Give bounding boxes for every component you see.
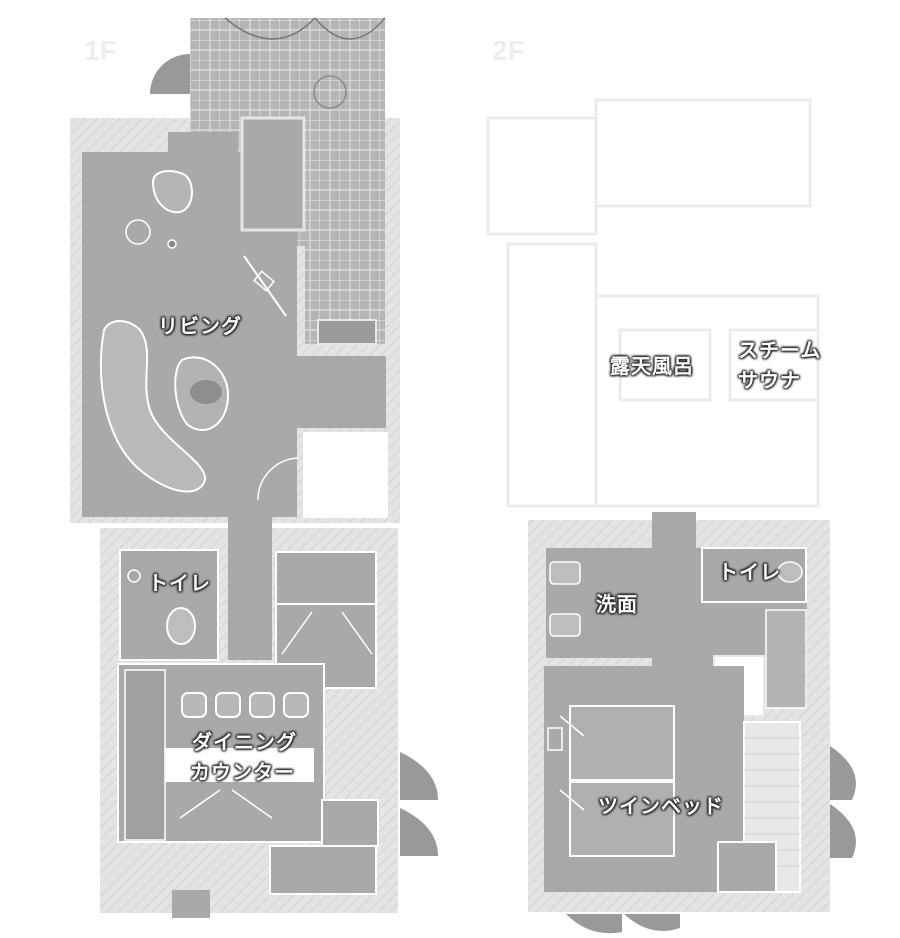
storage-room bbox=[240, 116, 306, 232]
exterior-door-arc-2 bbox=[400, 808, 438, 856]
bed-1 bbox=[569, 705, 675, 781]
pillow-1 bbox=[559, 715, 585, 737]
dining-chairs bbox=[181, 692, 309, 718]
pantry bbox=[124, 669, 166, 841]
staircase bbox=[717, 721, 801, 893]
label-steam-1: スチーム bbox=[738, 338, 822, 362]
label-dining-2: カウンター bbox=[190, 760, 295, 784]
floor-label-2f: 2F bbox=[492, 35, 525, 66]
side-table-bed bbox=[547, 727, 563, 751]
label-bath: 露天風呂 bbox=[610, 354, 694, 378]
sinks bbox=[549, 561, 581, 637]
wardrobe bbox=[765, 609, 807, 709]
hall-2f bbox=[652, 512, 696, 552]
sink-1f bbox=[127, 569, 141, 583]
toilet-bowl-1f bbox=[166, 607, 196, 645]
bench bbox=[317, 319, 377, 345]
door-arc-2f-3 bbox=[566, 914, 622, 934]
gate-arc-2 bbox=[314, 17, 386, 40]
passage-1f bbox=[228, 510, 272, 660]
easel bbox=[243, 255, 287, 317]
sofa bbox=[99, 320, 207, 493]
floor-label-1f: 1F bbox=[84, 35, 117, 66]
label-toilet-2f: トイレ bbox=[718, 560, 781, 584]
lounge-chair bbox=[151, 169, 193, 214]
gate-arc-1 bbox=[224, 17, 316, 40]
door-living bbox=[257, 457, 299, 501]
entrance-door-arc bbox=[150, 54, 190, 94]
stair-landing bbox=[321, 799, 379, 847]
hall-strip bbox=[296, 356, 386, 428]
pillow-2 bbox=[559, 789, 585, 811]
label-living: リビング bbox=[158, 314, 242, 338]
label-steam-2: サウナ bbox=[738, 368, 801, 392]
door-arc-2f-4 bbox=[624, 914, 680, 931]
exterior-door-arc-1 bbox=[400, 752, 438, 800]
living-alcove bbox=[168, 132, 238, 154]
bed-2 bbox=[569, 781, 675, 857]
floor-1f: 1F bbox=[70, 17, 438, 918]
lamp bbox=[167, 239, 177, 249]
storage-bottom bbox=[269, 845, 377, 895]
side-table bbox=[125, 219, 151, 245]
terrace bbox=[303, 432, 388, 518]
cabinet-door bbox=[179, 789, 273, 819]
closet-door bbox=[281, 611, 373, 655]
label-washroom: 洗面 bbox=[596, 592, 638, 616]
bath-outline bbox=[486, 98, 820, 508]
door-arc-2f-2 bbox=[830, 804, 856, 858]
floor-2f: 2F bbox=[486, 35, 856, 934]
toilet-bowl-2f bbox=[777, 561, 803, 583]
label-dining-1: ダイニング bbox=[192, 730, 297, 754]
label-twin-bed: ツインベッド bbox=[598, 794, 724, 818]
toilet-1f bbox=[119, 549, 219, 661]
counter-strip bbox=[162, 748, 314, 782]
door-arc-2f-1 bbox=[830, 746, 856, 800]
label-toilet-1f: トイレ bbox=[148, 571, 211, 595]
easel-box bbox=[252, 270, 276, 292]
table-top bbox=[190, 380, 222, 404]
entrance-floor bbox=[172, 890, 210, 918]
planter bbox=[313, 75, 347, 109]
